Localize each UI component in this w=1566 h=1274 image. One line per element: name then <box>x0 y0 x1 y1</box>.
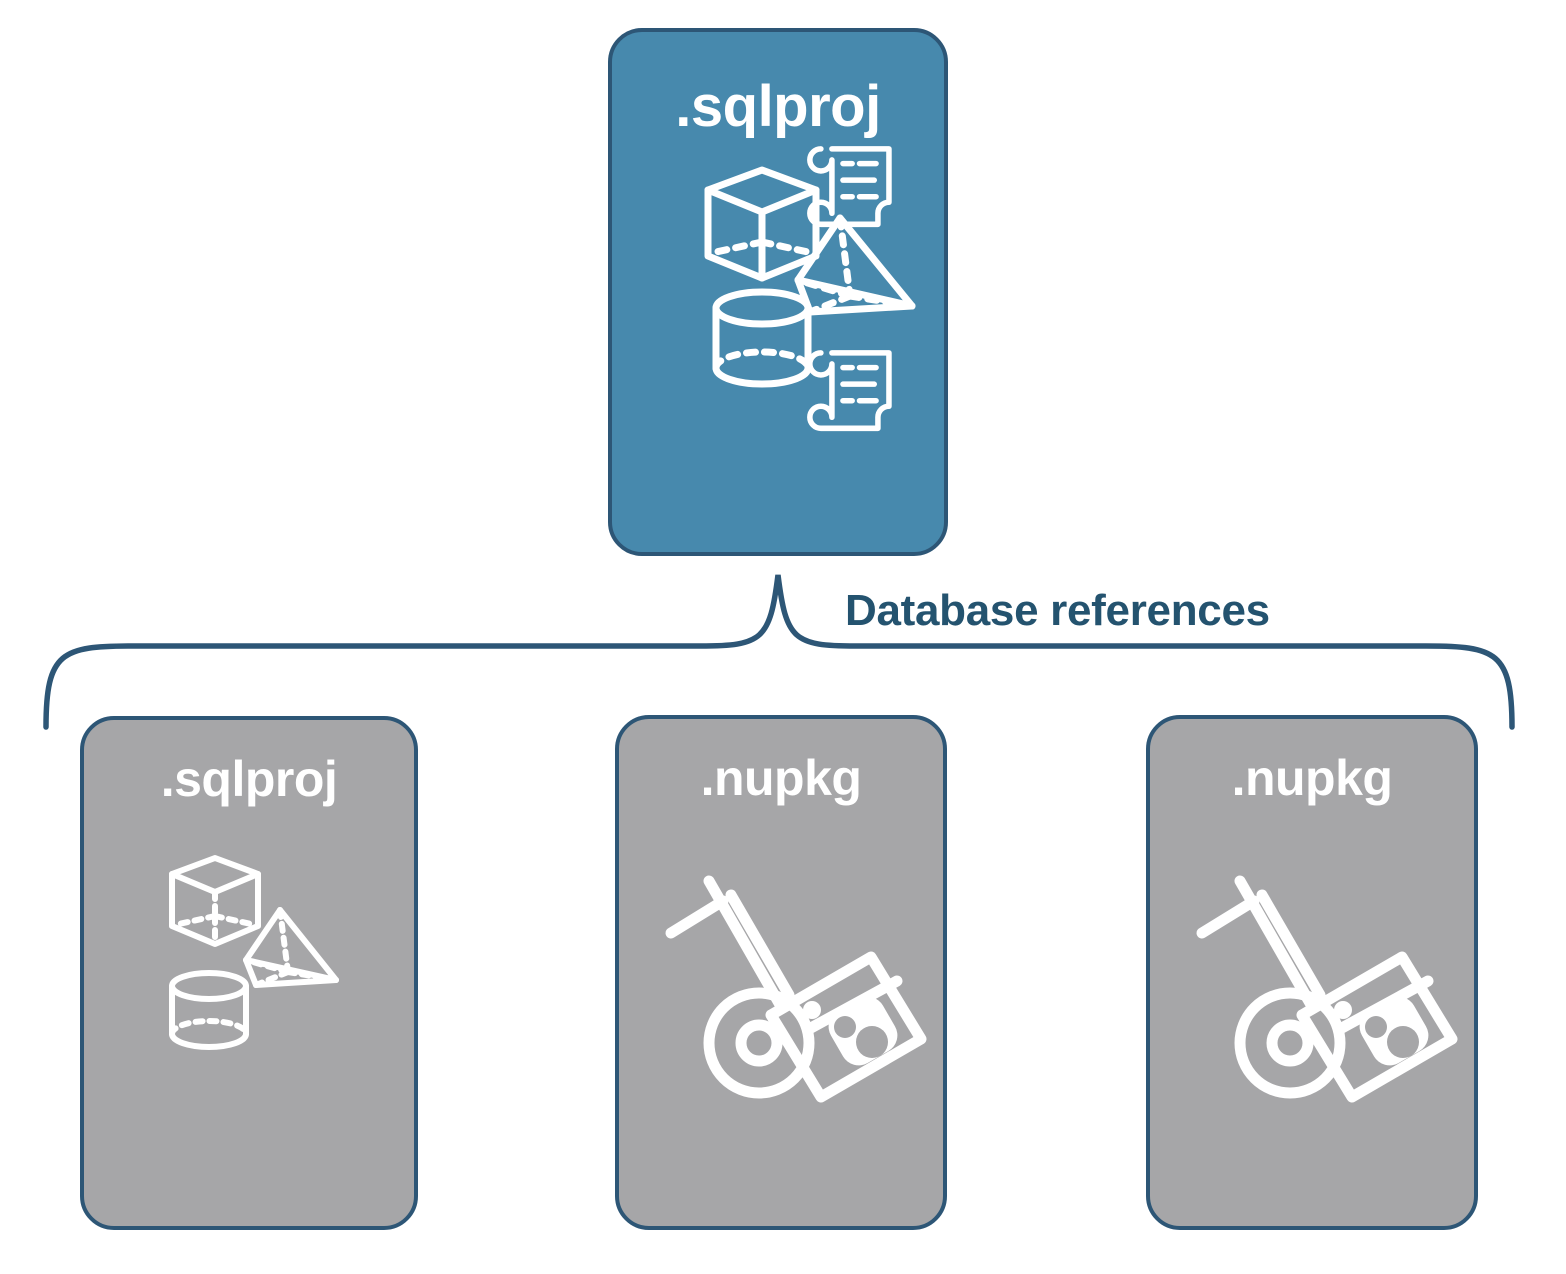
node-root-sqlproj-label: .sqlproj <box>675 74 881 139</box>
node-ref-nupkg-2[interactable]: .nupkg <box>1146 715 1478 1230</box>
brace-label-database-references: Database references <box>845 586 1270 635</box>
cylinder-icon <box>712 288 812 388</box>
node-ref-nupkg-1[interactable]: .nupkg <box>615 715 947 1230</box>
pyramid-icon <box>794 214 916 316</box>
node-ref-nupkg-1-label: .nupkg <box>700 750 862 806</box>
scroll-icon <box>807 350 892 432</box>
node-ref-sqlproj[interactable]: .sqlproj <box>80 716 418 1230</box>
cube-icon <box>704 166 820 282</box>
node-ref-sqlproj-label: .sqlproj <box>160 751 338 807</box>
hand-truck-package-icon <box>665 875 927 1103</box>
nuget-package-holes <box>834 1016 888 1058</box>
hand-truck-package-icon <box>1196 875 1458 1103</box>
node-ref-nupkg-2-artwork <box>1150 803 1474 1226</box>
node-root-sqlproj[interactable]: .sqlproj <box>608 28 948 556</box>
cylinder-icon <box>169 970 249 1050</box>
scroll-icon <box>807 146 892 228</box>
pyramid-icon <box>243 907 339 988</box>
node-ref-nupkg-2-label: .nupkg <box>1231 750 1393 806</box>
node-ref-nupkg-1-artwork <box>619 803 943 1226</box>
nuget-package-holes <box>1365 1016 1419 1058</box>
node-ref-sqlproj-artwork <box>84 804 414 1226</box>
cube-icon <box>169 855 261 947</box>
node-root-sqlproj-artwork <box>612 136 944 552</box>
